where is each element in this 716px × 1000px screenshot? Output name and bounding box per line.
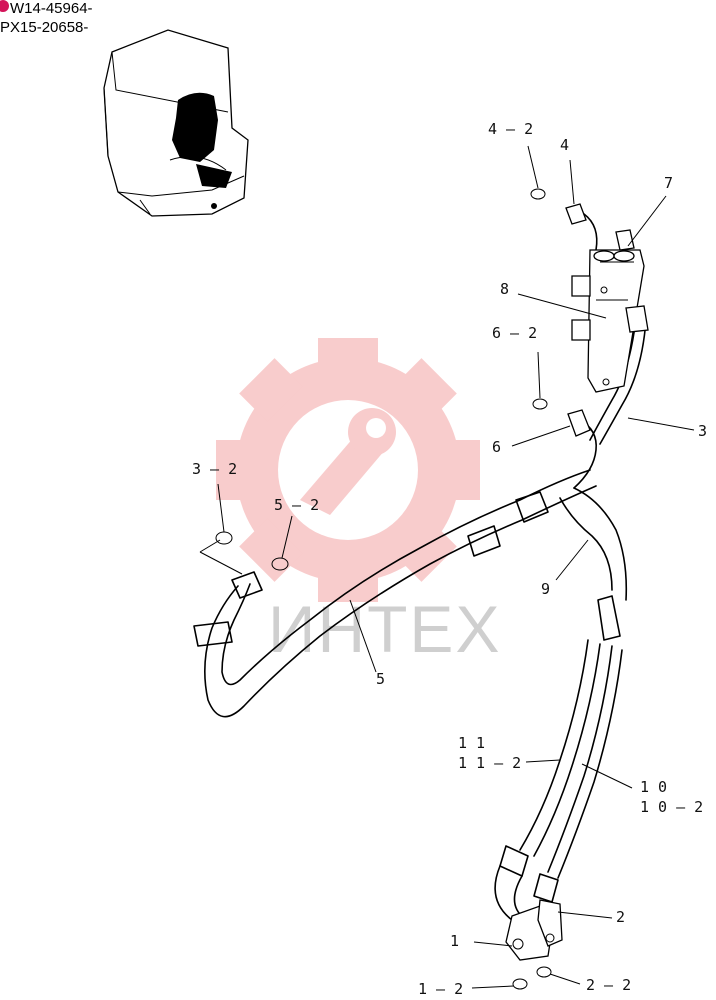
callout-1-2: 1 – 2 (418, 980, 463, 998)
callout-2: 2 (616, 908, 625, 926)
callout-8: 8 (500, 280, 509, 298)
callout-4: 4 (560, 136, 569, 154)
callout-6-2: 6 – 2 (492, 324, 537, 342)
callout-11-2: 1 1 – 2 (458, 754, 521, 772)
serial-line-1: W14-45964- (10, 0, 93, 17)
callout-11: 1 1 (458, 734, 485, 752)
filter-block (571, 229, 649, 393)
watermark-logo (216, 338, 480, 602)
callout-6: 6 (492, 438, 501, 456)
serial-line-2: PX15-20658- (0, 19, 88, 36)
callout-10: 1 0 (640, 778, 667, 796)
serial-marker-icon (0, 0, 9, 12)
callout-4-2: 4 – 2 (488, 120, 533, 138)
callout-9: 9 (541, 580, 550, 598)
machine-location-thumbnail (103, 29, 249, 217)
callout-5-2: 5 – 2 (274, 496, 319, 514)
callout-5: 5 (376, 670, 385, 688)
callout-2-2: 2 – 2 (586, 976, 631, 994)
leader-lines (199, 145, 695, 989)
watermark-text: ИНТЕХ (268, 592, 501, 666)
callout-7: 7 (664, 174, 673, 192)
callout-1: 1 (450, 932, 459, 950)
callout-3-2: 3 – 2 (192, 460, 237, 478)
hose-assembly (193, 188, 647, 990)
callout-3: 3 (698, 422, 707, 440)
callout-labels: 4 – 2 4 7 8 6 – 2 6 3 3 – 2 5 – 2 9 5 1 … (192, 120, 707, 998)
callout-10-2: 1 0 – 2 (640, 798, 703, 816)
